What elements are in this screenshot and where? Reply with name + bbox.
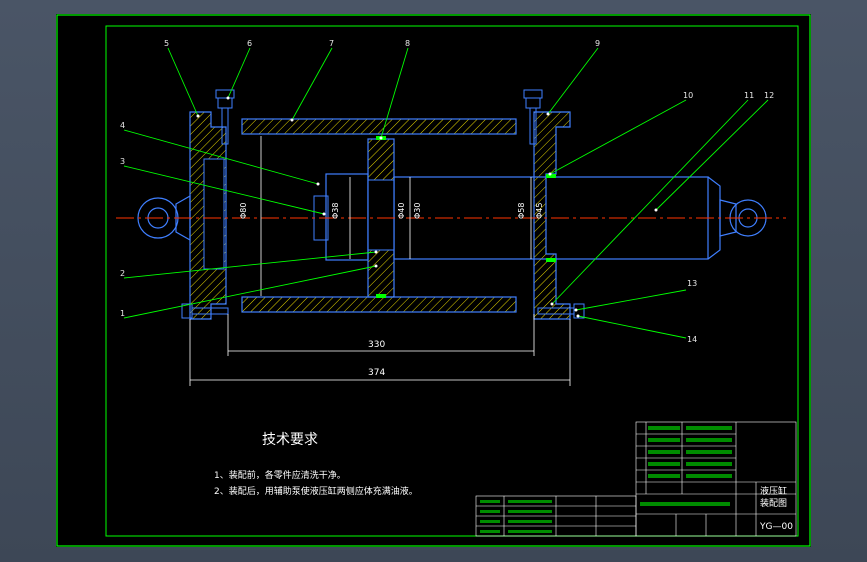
title-block-label-a: 液压缸 xyxy=(760,485,787,497)
parts-list xyxy=(475,421,797,537)
left-cap-bore xyxy=(203,158,225,270)
dim-bore-dia: Φ80 xyxy=(239,203,248,219)
callout-13: 13 xyxy=(687,279,697,288)
bottom-left-bolt xyxy=(181,303,229,319)
callout-8: 8 xyxy=(405,39,410,48)
title-block-code: YG—00 xyxy=(759,522,793,532)
callout-7: 7 xyxy=(329,39,334,48)
dim-seal-dia: Φ45 xyxy=(535,203,544,219)
rod-left-end xyxy=(325,173,369,261)
gland-seal-bottom xyxy=(546,258,556,262)
leader-arrows xyxy=(196,96,658,318)
seal-bottom xyxy=(376,294,386,298)
callout-10: 10 xyxy=(683,91,693,100)
assembly-drawing: Φ80 Φ38 Φ40 Φ58 Φ30 Φ45 330 374 xyxy=(56,14,811,547)
callout-3: 3 xyxy=(120,157,125,166)
top-right-bolt xyxy=(523,89,543,145)
dim-gland-dia: Φ58 xyxy=(517,203,526,219)
piston-hub xyxy=(367,179,395,251)
note-line-2: 2、装配后，用辅助泵使液压缸两侧应体充满油液。 xyxy=(214,485,418,497)
dim-port-dia: Φ30 xyxy=(413,203,422,219)
callout-12: 12 xyxy=(764,91,774,100)
parts-list-filler xyxy=(480,426,732,533)
callout-6: 6 xyxy=(247,39,252,48)
dim-overall-length: 374 xyxy=(368,368,385,378)
top-left-bolt xyxy=(215,89,235,145)
barrel-top-wall xyxy=(241,118,517,135)
notes-title: 技术要求 xyxy=(262,432,318,448)
callout-4: 4 xyxy=(120,121,125,130)
cylinder-assembly: Φ80 Φ38 Φ40 Φ58 Φ30 Φ45 330 374 xyxy=(116,89,786,386)
outer-frame xyxy=(56,14,811,547)
dim-rod-dia: Φ40 xyxy=(397,203,406,219)
leader-lines xyxy=(123,47,769,339)
callout-11: 11 xyxy=(744,91,754,100)
note-line-1: 1、装配前，各零件应清洗干净。 xyxy=(214,469,346,481)
drawing-sheet: Φ80 Φ38 Φ40 Φ58 Φ30 Φ45 330 374 xyxy=(56,14,811,547)
title-block-label-b: 装配图 xyxy=(760,497,787,509)
callout-5: 5 xyxy=(164,39,169,48)
callout-1: 1 xyxy=(120,309,125,318)
callout-2: 2 xyxy=(120,269,125,278)
barrel-bottom-wall xyxy=(241,296,517,313)
callout-14: 14 xyxy=(687,335,697,344)
bottom-right-bolt xyxy=(537,303,585,319)
inner-frame xyxy=(105,25,799,537)
callout-9: 9 xyxy=(595,39,600,48)
dim-piston-dia: Φ38 xyxy=(331,203,340,219)
dim-inner-length: 330 xyxy=(368,340,385,350)
gland-seal-top xyxy=(546,174,556,178)
